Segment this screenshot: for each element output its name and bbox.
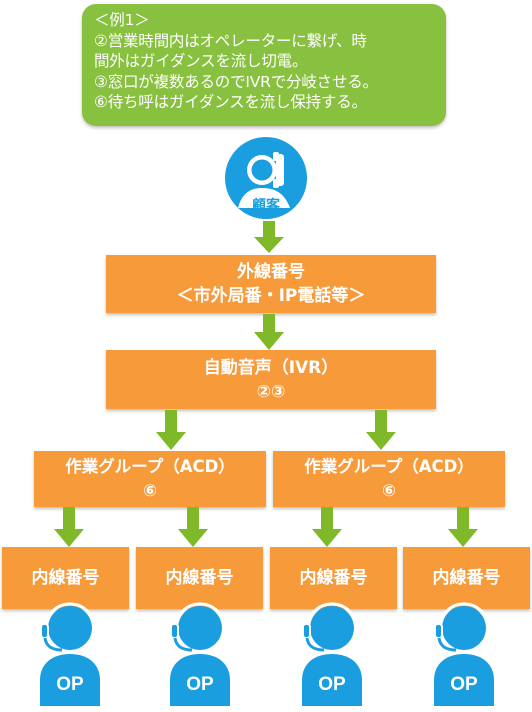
extension-box-4: 内線番号: [403, 547, 530, 609]
extension-box-1: 内線番号: [2, 547, 129, 609]
customer-label: 顧客: [252, 197, 281, 214]
work-group-number: ⑥: [143, 481, 157, 500]
operator-label: OP: [186, 674, 214, 695]
ivr-box: 自動音声（IVR） ②③: [106, 350, 436, 409]
note-line-5: ⑥待ち呼はガイダンスを流し保持する。: [94, 93, 367, 111]
arrow-down-icon: [54, 507, 84, 547]
operator-headset-icon: OP: [170, 602, 230, 706]
operator-headset-icon: OP: [302, 602, 362, 706]
operator-label: OP: [450, 674, 478, 695]
external-number-box: 外線番号 ＜市外局番・IP電話等＞: [106, 255, 436, 313]
extension-box-3: 内線番号: [270, 547, 397, 609]
operator-headset-icon: OP: [434, 602, 494, 706]
external-title: 外線番号: [237, 262, 305, 282]
work-group-box-2: 作業グループ（ACD） ⑥: [273, 451, 505, 507]
arrow-down-icon: [156, 410, 186, 450]
note-line-4: ③窓口が複数あるのでIVRで分岐させる。: [94, 72, 378, 91]
arrow-down-icon: [178, 507, 208, 547]
extension-label: 内線番号: [432, 568, 501, 588]
customer-phone-icon: 顧客: [225, 137, 307, 219]
arrow-down-icon: [366, 410, 396, 450]
extension-box-2: 内線番号: [136, 547, 263, 609]
operator-headset-icon: OP: [40, 602, 100, 706]
ivr-numbers: ②③: [256, 381, 286, 402]
note-line-2: ②営業時間内はオペレーターに繋げ、時: [94, 31, 367, 50]
ivr-title: 自動音声（IVR）: [203, 357, 339, 378]
work-group-title: 作業グループ（ACD）: [304, 457, 474, 476]
external-subtitle: ＜市外局番・IP電話等＞: [176, 286, 366, 306]
note-line-3: 間外はガイダンスを流し切電。: [94, 52, 308, 70]
arrow-down-icon: [312, 507, 342, 547]
operator-label: OP: [318, 674, 346, 695]
extension-label: 内線番号: [31, 568, 100, 588]
extension-label: 内線番号: [299, 568, 368, 588]
work-group-number: ⑥: [382, 481, 396, 500]
note-line-1: ＜例1＞: [94, 11, 150, 29]
work-group-box-1: 作業グループ（ACD） ⑥: [34, 451, 266, 507]
work-group-title: 作業グループ（ACD）: [65, 457, 235, 476]
extension-label: 内線番号: [165, 568, 234, 588]
scenario-note: ＜例1＞ ②営業時間内はオペレーターに繋げ、時 間外はガイダンスを流し切電。 ③…: [82, 4, 446, 126]
operator-label: OP: [56, 674, 84, 695]
arrow-down-icon: [254, 314, 284, 350]
arrow-down-icon: [448, 507, 478, 547]
arrow-down-icon: [254, 221, 284, 253]
